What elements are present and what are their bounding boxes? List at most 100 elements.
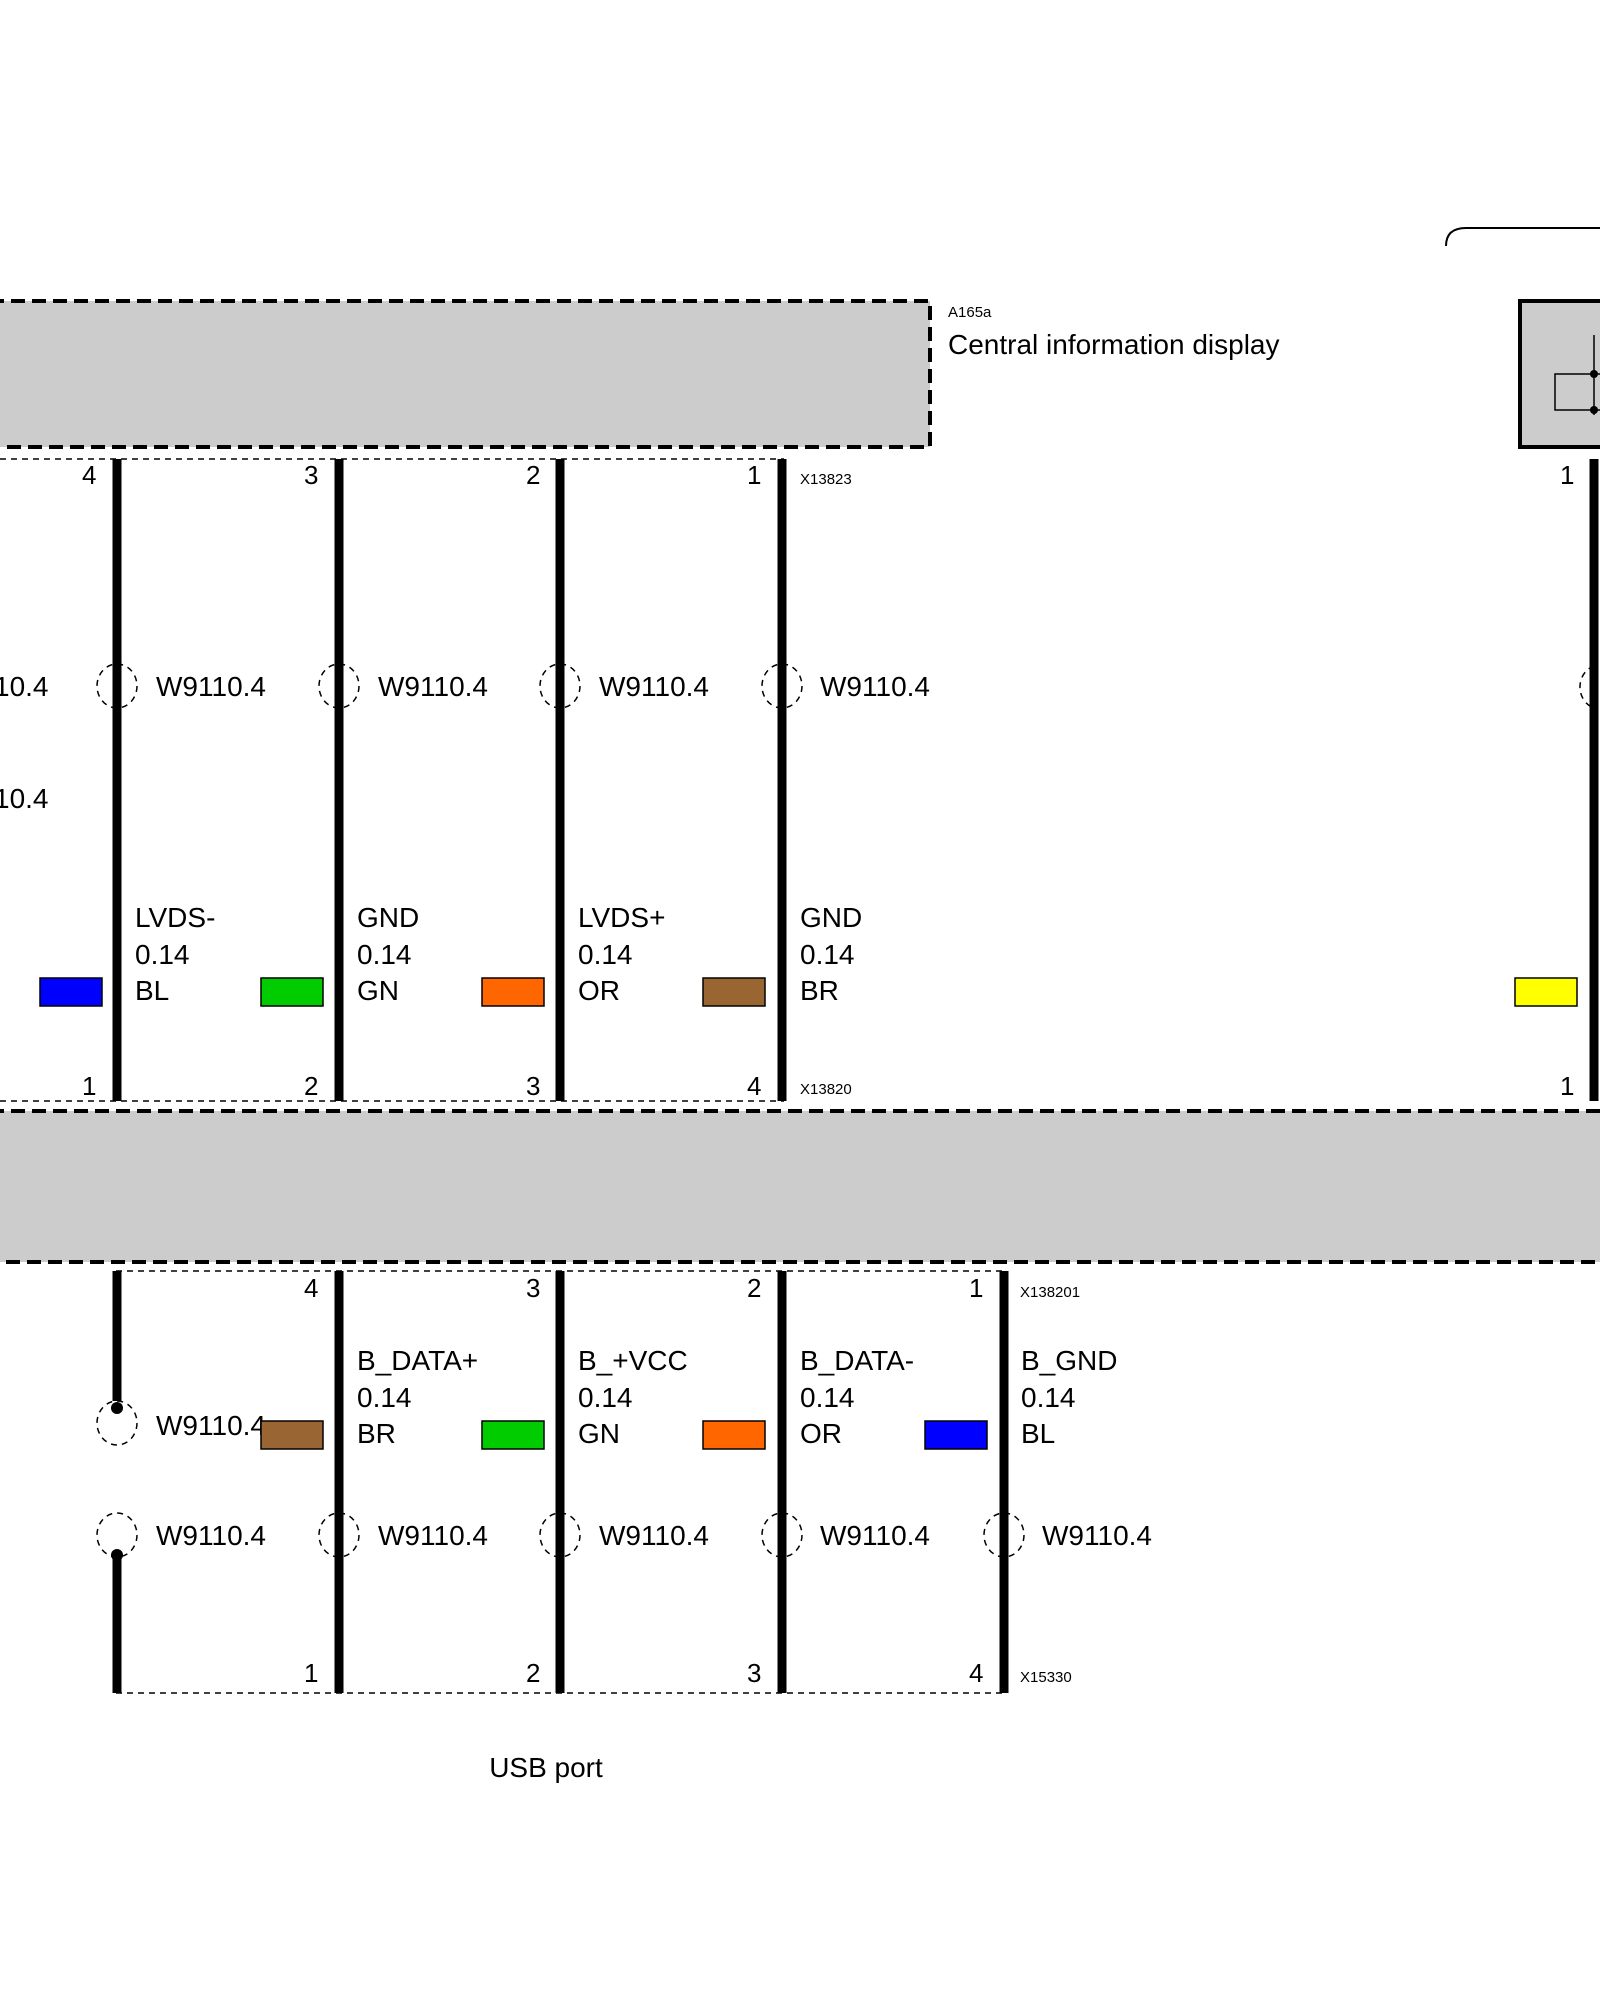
wire-color-swatch: [260, 977, 324, 1007]
pin-number: 1: [1560, 460, 1574, 490]
cid-name: Central information display: [948, 329, 1280, 360]
wire-signal: GND: [357, 902, 419, 933]
shield-label: W9110.4: [156, 1410, 266, 1441]
wire-size: 0.14: [578, 1382, 633, 1413]
right-component-node: [1590, 406, 1598, 414]
shield-icon: [539, 663, 581, 709]
pin-number: 2: [526, 1658, 540, 1688]
shield-label: W9110.4: [820, 1520, 930, 1551]
pin-number: 1: [969, 1273, 983, 1303]
connector-label-x15330: X15330: [1020, 1669, 1072, 1686]
wire-color-code: GN: [578, 1418, 620, 1449]
connector-label-x13823: X13823: [800, 471, 852, 488]
wire-size: 0.14: [1021, 1382, 1076, 1413]
wire-color-code: OR: [578, 975, 620, 1006]
shield-icon: [983, 1512, 1025, 1558]
wire-color-swatch: [481, 1420, 545, 1450]
pin-number: 1: [1560, 1071, 1574, 1101]
lower-wire-2: 2 3 W9110.4 B_DATA- 0.14 OR: [702, 1271, 930, 1693]
pin-number: 3: [526, 1273, 540, 1303]
pin-number: 2: [526, 460, 540, 490]
shield-label: W9110.4: [156, 1520, 266, 1551]
wire-color-swatch: [702, 1420, 766, 1450]
pin-number: 1: [82, 1071, 96, 1101]
right-component-node: [1590, 370, 1598, 378]
control-unit-box: [0, 1109, 1600, 1264]
upper-wire-2: 2 3 W9110.4 LVDS+ 0.14 OR: [481, 459, 709, 1101]
wire-size: 0.14: [800, 939, 855, 970]
pin-number: 2: [747, 1273, 761, 1303]
wire-size: 0.14: [135, 939, 190, 970]
lower-wire-3: 1 4 W9110.4 B_GND 0.14 BL: [924, 1271, 1152, 1693]
pin-number: 3: [747, 1658, 761, 1688]
wire-signal: B_DATA+: [357, 1345, 478, 1376]
pin-number: 2: [304, 1071, 318, 1101]
shield-icon: [96, 663, 138, 709]
wire-color-code: GN: [357, 975, 399, 1006]
wire-color-swatch: [481, 977, 545, 1007]
cid-reference: A165a: [948, 304, 992, 321]
upper-wire-0: 4 1 W9110.4 LVDS- 0.14 BL: [39, 459, 266, 1101]
wire-color-code: OR: [800, 1418, 842, 1449]
lower-left-wire: W9110.4 W9110.4: [96, 1271, 266, 1693]
shield-icon: [96, 1512, 138, 1558]
upper-wire-1: 3 2 W9110.4 GND 0.14 GN: [260, 459, 488, 1101]
shield-label: W9110.4: [1042, 1520, 1152, 1551]
shield-label: W9110.4: [599, 1520, 709, 1551]
central-information-display-box: [0, 299, 932, 449]
right-partial-wire: 1 1: [1514, 459, 1599, 1101]
upper-wire-3: 1 4 W9110.4 GND 0.14 BR: [702, 459, 930, 1101]
shield-icon: [318, 1512, 360, 1558]
pin-number: 4: [82, 460, 96, 490]
pin-number: 1: [304, 1658, 318, 1688]
wire-color-swatch: [924, 1420, 988, 1450]
pin-number: 4: [969, 1658, 983, 1688]
wire-color-code: BR: [800, 975, 839, 1006]
shield-icon: [318, 663, 360, 709]
shield-label: W9110.4: [156, 671, 266, 702]
left-partial-label: 10.4: [0, 671, 49, 702]
wire-size: 0.14: [800, 1382, 855, 1413]
wire-size: 0.14: [357, 1382, 412, 1413]
shield-icon: [539, 1512, 581, 1558]
pin-number: 3: [526, 1071, 540, 1101]
pin-number: 3: [304, 460, 318, 490]
wire-color-swatch: [1514, 977, 1578, 1007]
wire-color-code: BR: [357, 1418, 396, 1449]
shield-icon: [96, 1400, 138, 1446]
shield-node: [111, 1549, 123, 1561]
shield-icon: [1579, 665, 1595, 709]
shield-label: W9110.4: [820, 671, 930, 702]
connector-label-x13820: X13820: [800, 1081, 852, 1098]
wire-color-swatch: [260, 1420, 324, 1450]
pin-number: 4: [747, 1071, 761, 1101]
shield-label: W9110.4: [378, 1520, 488, 1551]
wire-signal: B_DATA-: [800, 1345, 914, 1376]
wire-size: 0.14: [578, 939, 633, 970]
shield-icon: [761, 1512, 803, 1558]
wire-color-swatch: [39, 977, 103, 1007]
connector-label-x138201: X138201: [1020, 1284, 1080, 1301]
pin-number: 4: [304, 1273, 318, 1303]
wire-color-swatch: [702, 977, 766, 1007]
left-partial-label: 10.4: [0, 783, 49, 814]
right-component-bracket: [1445, 227, 1600, 247]
wire-signal: GND: [800, 902, 862, 933]
wire-signal: B_GND: [1021, 1345, 1117, 1376]
lower-wire-1: 3 2 W9110.4 B_+VCC 0.14 GN: [481, 1271, 709, 1693]
lower-wire-0: 4 1 W9110.4 B_DATA+ 0.14 BR: [260, 1271, 488, 1693]
shield-label: W9110.4: [378, 671, 488, 702]
wire-color-code: BL: [1021, 1418, 1055, 1449]
wire-signal: B_+VCC: [578, 1345, 688, 1376]
right-component-inner: [1554, 373, 1600, 411]
wire-color-code: BL: [135, 975, 169, 1006]
shield-icon: [761, 663, 803, 709]
wire-signal: LVDS-: [135, 902, 215, 933]
shield-node: [111, 1402, 123, 1414]
pin-number: 1: [747, 460, 761, 490]
wire-size: 0.14: [357, 939, 412, 970]
wire-signal: LVDS+: [578, 902, 665, 933]
shield-label: W9110.4: [599, 671, 709, 702]
usb-port-label: USB port: [489, 1752, 603, 1783]
